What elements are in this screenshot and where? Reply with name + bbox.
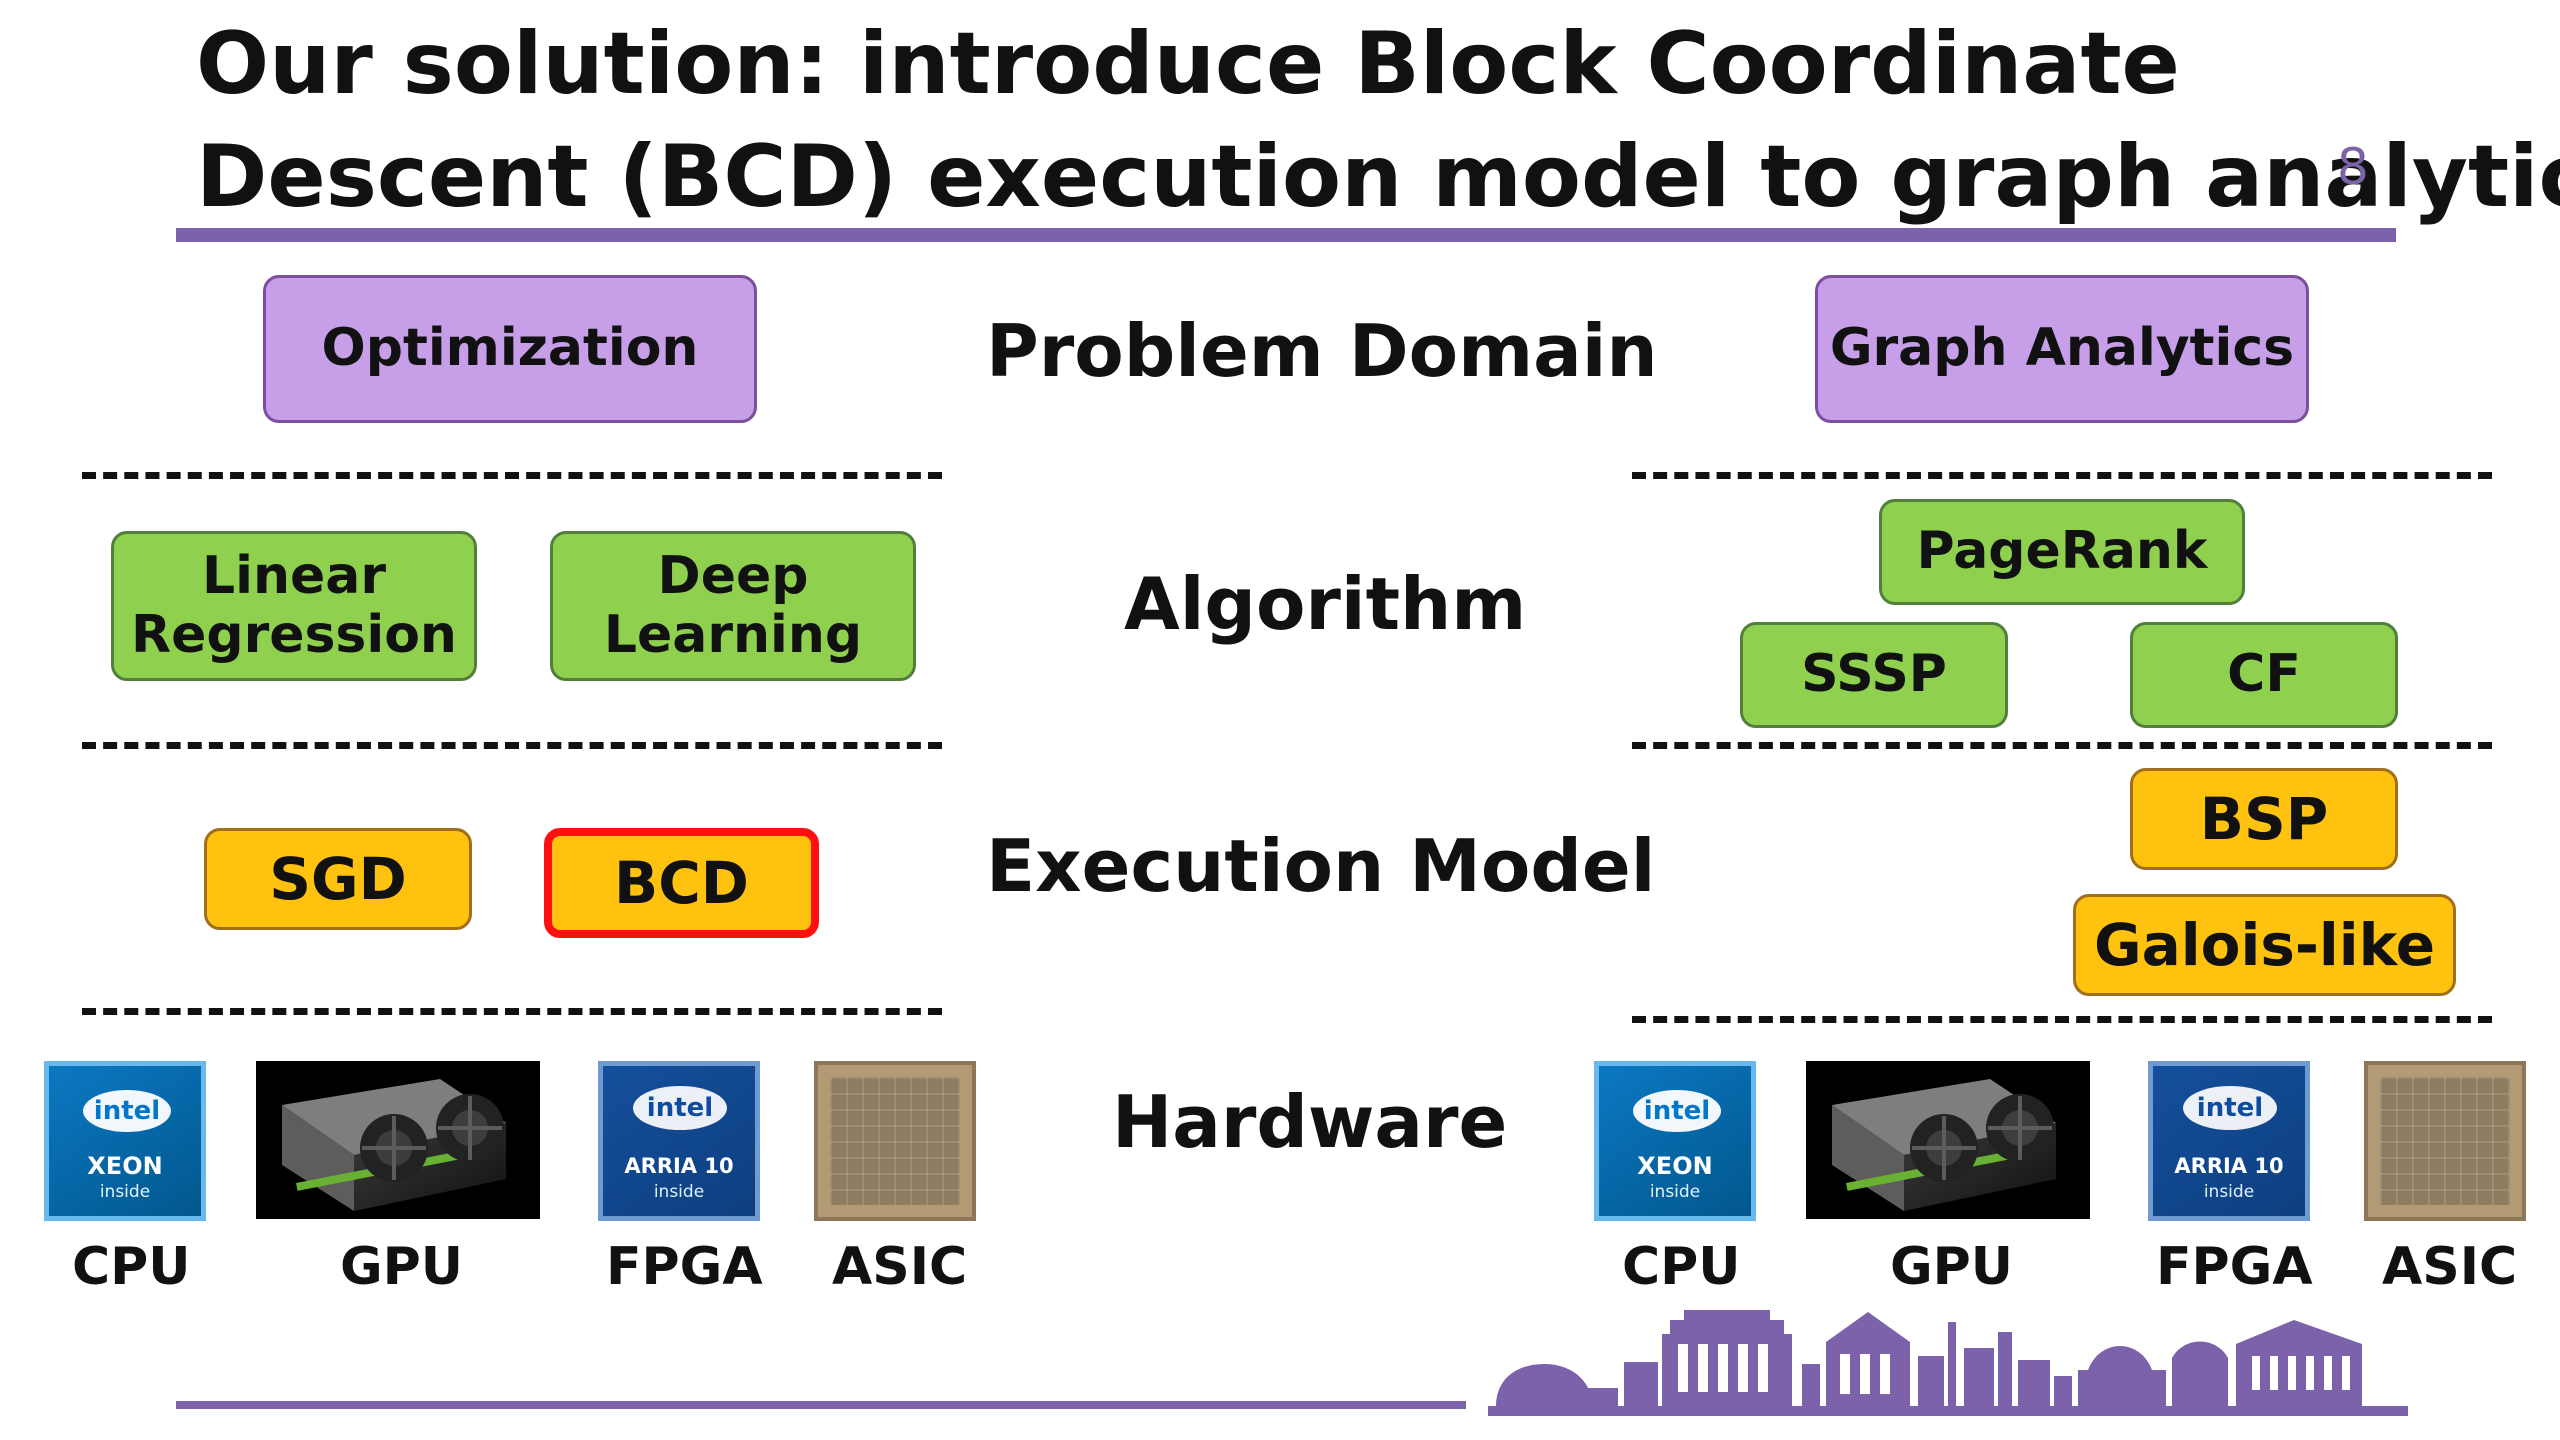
optimization-box: Optimization: [263, 275, 757, 423]
pagerank-box: PageRank: [1879, 499, 2245, 605]
linear-regression-label: Linear Regression: [131, 545, 457, 665]
deep-learning-box: Deep Learning: [550, 531, 916, 681]
right-cpu-brand-icon: intel: [1633, 1090, 1721, 1132]
right-asic-chip-icon: [2380, 1077, 2510, 1205]
sgd-box: SGD: [204, 828, 472, 930]
skyline-decoration-icon: [1488, 1310, 2408, 1416]
left-cpu-card-line1: XEON: [87, 1152, 163, 1180]
right-gpu-card: [1806, 1061, 2090, 1219]
deep-learning-label: Deep Learning: [603, 545, 863, 665]
slide-title: Our solution: introduce Block Coordinate…: [196, 8, 2560, 234]
algorithm-label: Algorithm: [1124, 562, 1527, 646]
left-asic-chip-icon: [830, 1077, 960, 1205]
right-gpu-icon: [1832, 1079, 2056, 1211]
slide-title-line-2: Descent (BCD) execution model to graph a…: [196, 127, 2560, 227]
right-fpga-brand-icon: intel: [2183, 1086, 2277, 1130]
left-fpga-card-line2: inside: [653, 1182, 705, 1202]
left-gpu-card: [256, 1061, 540, 1219]
divider-right-2: [1632, 742, 2492, 749]
left-cpu-card: intel XEON inside: [44, 1061, 206, 1221]
execution-model-label: Execution Model: [986, 824, 1656, 908]
galois-like-box: Galois-like: [2073, 894, 2456, 996]
right-cpu-label: CPU: [1622, 1237, 1741, 1297]
linear-regression-box: Linear Regression: [111, 531, 477, 681]
right-fpga-card-line2: inside: [2203, 1182, 2255, 1202]
right-cpu-card: intel XEON inside: [1594, 1061, 1756, 1221]
left-fpga-card-line1: ARRIA 10: [624, 1154, 734, 1178]
graph-analytics-box: Graph Analytics: [1815, 275, 2309, 423]
right-cpu-card-line1: XEON: [1637, 1152, 1713, 1180]
divider-left-2: [82, 742, 942, 749]
left-asic-label: ASIC: [832, 1237, 968, 1297]
hardware-label: Hardware: [1112, 1080, 1508, 1164]
cf-label: CF: [2227, 644, 2301, 705]
optimization-label: Optimization: [321, 318, 699, 379]
right-gpu-label: GPU: [1890, 1237, 2014, 1297]
bsp-label: BSP: [2199, 784, 2329, 853]
right-fpga-card-line1: ARRIA 10: [2174, 1154, 2284, 1178]
left-fpga-label: FPGA: [606, 1237, 763, 1297]
title-underline: [176, 228, 2396, 242]
graph-analytics-label: Graph Analytics: [1829, 318, 2295, 379]
bsp-box: BSP: [2130, 768, 2398, 870]
divider-left-1: [82, 472, 942, 479]
divider-right-3: [1632, 1016, 2492, 1023]
left-asic-card: [814, 1061, 976, 1221]
right-fpga-card: intel ARRIA 10 inside: [2148, 1061, 2310, 1221]
sgd-label: SGD: [269, 844, 407, 913]
left-fpga-card: intel ARRIA 10 inside: [598, 1061, 760, 1221]
bcd-label: BCD: [614, 848, 749, 917]
left-gpu-icon: [282, 1079, 506, 1211]
left-cpu-brand-icon: intel: [83, 1090, 171, 1132]
title-decoration-icon: 8: [2337, 138, 2369, 196]
sssp-label: SSSP: [1801, 644, 1947, 705]
right-fpga-label: FPGA: [2156, 1237, 2313, 1297]
right-cpu-card-line2: inside: [1649, 1182, 1701, 1202]
left-cpu-label: CPU: [72, 1237, 191, 1297]
galois-like-label: Galois-like: [2093, 910, 2436, 979]
right-asic-label: ASIC: [2382, 1237, 2518, 1297]
right-asic-card: [2364, 1061, 2526, 1221]
divider-right-1: [1632, 472, 2492, 479]
left-gpu-label: GPU: [340, 1237, 464, 1297]
bcd-box: BCD: [544, 828, 819, 938]
cf-box: CF: [2130, 622, 2398, 728]
pagerank-label: PageRank: [1916, 521, 2208, 582]
sssp-box: SSSP: [1740, 622, 2008, 728]
divider-left-3: [82, 1008, 942, 1015]
left-cpu-card-line2: inside: [99, 1182, 151, 1202]
slide-title-line-1: Our solution: introduce Block Coordinate: [196, 14, 2180, 114]
left-fpga-brand-icon: intel: [633, 1086, 727, 1130]
bottom-rule: [176, 1401, 1466, 1409]
problem-domain-label: Problem Domain: [986, 309, 1658, 393]
